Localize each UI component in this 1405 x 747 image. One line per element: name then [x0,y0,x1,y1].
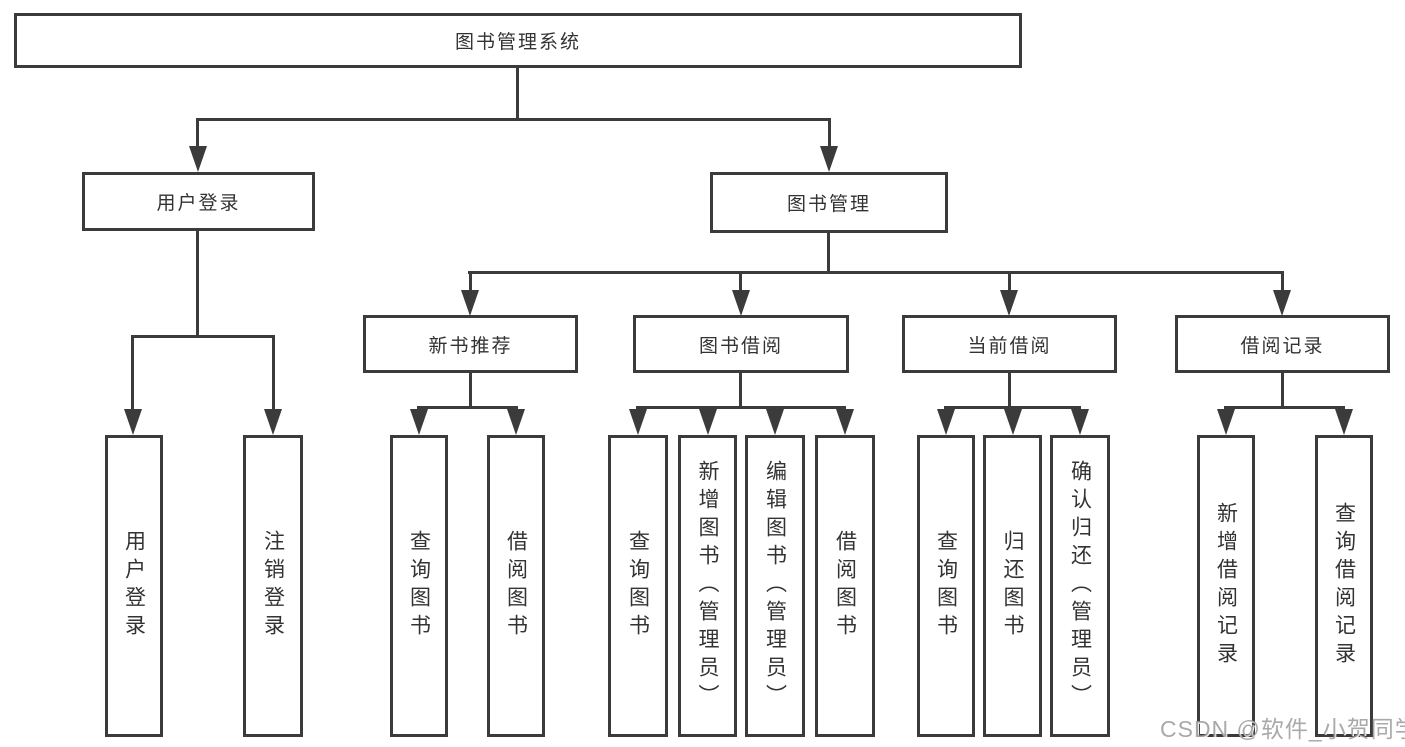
leaf-borrow-books-recommend: 借阅图书 [487,435,545,737]
arrow-down-icon [937,409,955,435]
arrow-down-icon [1335,409,1353,435]
leaf-label: 新增借阅记录 [1214,502,1238,670]
arrow-down-icon [1004,409,1022,435]
node-current-borrow: 当前借阅 [902,315,1117,373]
connector-vline [739,271,742,293]
arrow-down-icon [629,409,647,435]
arrow-down-icon [461,290,479,316]
leaf-label: 新增图书（管理员） [696,460,719,712]
leaf-edit-book-admin: 编辑图书（管理员） [745,435,805,737]
arrow-down-icon [264,409,282,435]
node-book-management: 图书管理 [710,172,948,233]
connector-vline [196,118,199,148]
leaf-add-borrow-record: 新增借阅记录 [1197,435,1255,737]
arrow-down-icon [410,409,428,435]
connector-vline [1281,271,1284,293]
connector-vline [1281,373,1284,409]
leaf-confirm-return-admin: 确认归还（管理员） [1050,435,1110,737]
leaf-label: 确认归还（管理员） [1068,460,1092,712]
leaf-label: 注销登录 [261,530,285,642]
arrow-down-icon [732,290,750,316]
node-book-borrow: 图书借阅 [633,315,849,373]
connector-hline [131,335,275,338]
arrow-down-icon [507,409,525,435]
connector-vline [828,118,831,148]
leaf-label: 用户登录 [122,530,146,642]
leaf-label: 查询图书 [934,530,958,642]
connector-vline [131,335,134,411]
watermark: CSDN @软件_小贺同学 [1160,716,1405,742]
node-user-login: 用户登录 [82,172,315,231]
leaf-query-borrow-record: 查询借阅记录 [1315,435,1373,737]
arrow-down-icon [699,409,717,435]
leaf-label: 查询图书 [626,530,650,642]
leaf-query-books-borrow: 查询图书 [608,435,668,737]
node-new-book-recommend: 新书推荐 [363,315,578,373]
connector-hline [1224,406,1345,409]
arrow-down-icon [1273,290,1291,316]
arrow-down-icon [124,409,142,435]
connector-hline [944,406,1081,409]
leaf-add-book-admin: 新增图书（管理员） [678,435,737,737]
connector-hline [196,118,831,121]
leaf-return-books: 归还图书 [983,435,1042,737]
connector-vline [739,373,742,409]
arrow-down-icon [1217,409,1235,435]
connector-vline [196,231,199,335]
connector-hline [468,271,1284,274]
arrow-down-icon [189,146,207,172]
connector-vline [469,373,472,409]
leaf-label: 查询借阅记录 [1332,502,1356,670]
connector-vline [469,271,472,293]
leaf-label: 借阅图书 [833,530,857,642]
arrow-down-icon [1071,409,1089,435]
connector-hline [417,406,518,409]
connector-vline [827,233,830,273]
leaf-query-books-current: 查询图书 [917,435,975,737]
leaf-query-books-recommend: 查询图书 [390,435,448,737]
leaf-label: 归还图书 [1001,530,1024,642]
arrow-down-icon [766,409,784,435]
connector-vline [272,335,275,411]
leaf-borrow-books: 借阅图书 [815,435,875,737]
connector-hline [636,406,846,409]
connector-vline [1008,373,1011,409]
leaf-logout: 注销登录 [243,435,303,737]
leaf-user-login: 用户登录 [105,435,163,737]
node-borrow-records: 借阅记录 [1175,315,1390,373]
leaf-label: 借阅图书 [504,530,528,642]
arrow-down-icon [820,146,838,172]
connector-vline [516,68,519,120]
arrow-down-icon [1000,290,1018,316]
arrow-down-icon [836,409,854,435]
leaf-label: 编辑图书（管理员） [763,460,787,712]
leaf-label: 查询图书 [407,530,431,642]
connector-vline [1008,271,1011,293]
node-library-management-system: 图书管理系统 [14,13,1022,68]
